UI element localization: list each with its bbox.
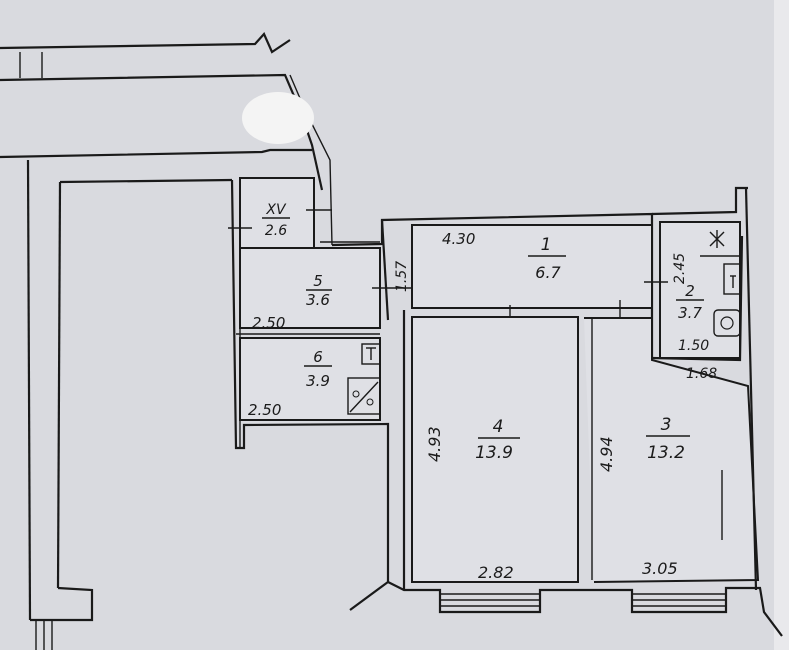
redaction-mark (242, 92, 314, 144)
room-3 (584, 317, 760, 583)
room-2 (644, 186, 748, 362)
room-3-area: 13.2 (647, 443, 685, 463)
room-4 (411, 316, 579, 583)
room-6-area: 3.9 (306, 372, 330, 390)
dim-room3-top: 1.68 (686, 366, 717, 382)
room-2-area: 3.7 (678, 304, 702, 322)
room-5-area: 3.6 (306, 291, 330, 309)
room-1-number: 1 (541, 235, 552, 255)
dim-room4-depth: 4.93 (425, 426, 444, 462)
room-3-number: 3 (661, 415, 672, 435)
dim-room3-width: 3.05 (642, 559, 678, 578)
dim-room4-width: 2.82 (478, 563, 514, 582)
room-5-number: 5 (313, 272, 323, 290)
room-2-number: 2 (685, 282, 695, 300)
room-6-number: 6 (313, 348, 323, 366)
room-4-number: 4 (493, 417, 504, 437)
vent-icon (709, 230, 725, 248)
dim-hall-width: 4.30 (442, 230, 475, 248)
dim-bath-depth: 2.45 (672, 253, 688, 284)
room-1 (331, 212, 654, 358)
room-xv-area: 2.6 (265, 223, 287, 239)
dim-bath-width: 1.50 (678, 338, 709, 354)
room-1-area: 6.7 (535, 263, 561, 282)
room-4-area: 13.9 (475, 443, 513, 463)
dim-room6-width: 2.50 (248, 401, 281, 419)
room-6 (239, 337, 381, 421)
dim-room3-depth: 4.94 (597, 436, 616, 472)
toilet-icon (713, 309, 741, 337)
dim-hall-depth: 1.57 (394, 261, 410, 292)
bath-fixture-icon (723, 263, 741, 295)
sink-icon (361, 343, 381, 365)
left-walls (0, 148, 312, 650)
dim-room5-width: 2.50 (252, 314, 285, 332)
room-xv-number: XV (265, 202, 287, 218)
stove-icon (347, 377, 381, 415)
paper-edge (774, 0, 789, 650)
bottom-walls (387, 187, 783, 637)
